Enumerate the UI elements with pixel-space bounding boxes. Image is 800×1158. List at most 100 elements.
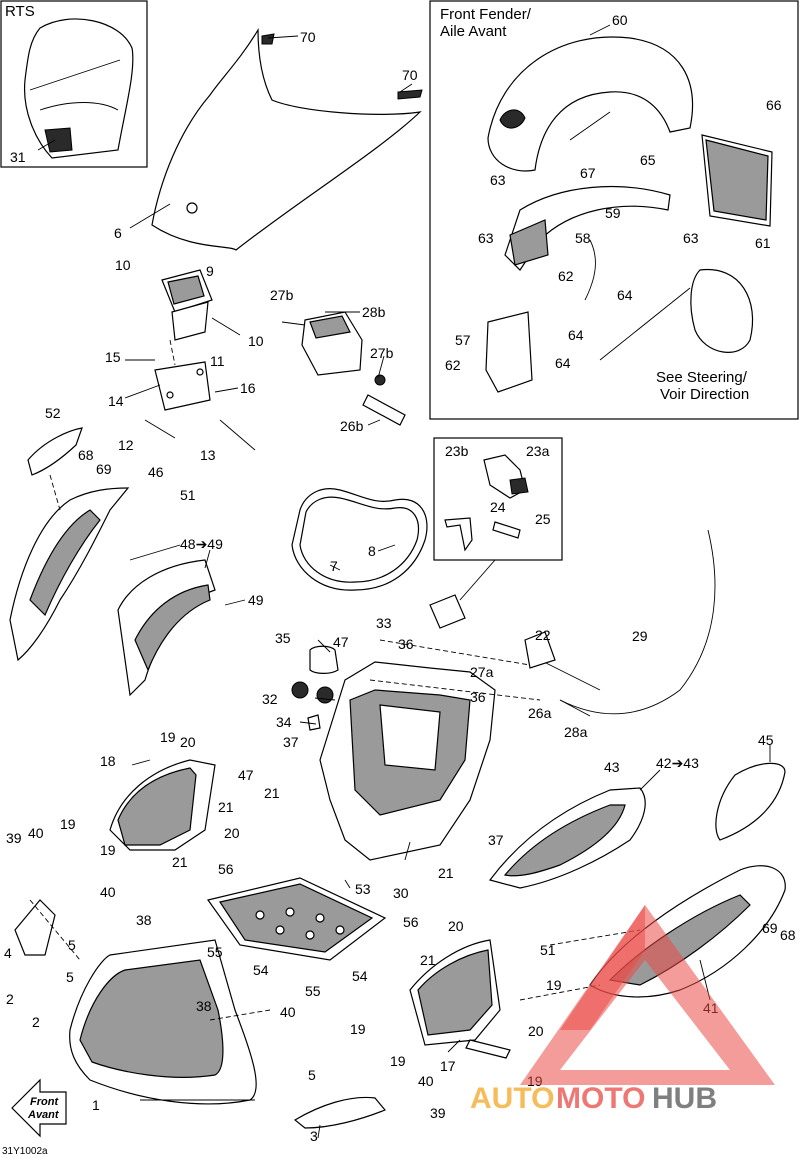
label-59: 59 (605, 205, 621, 221)
label-17: 17 (440, 1058, 456, 1074)
label-26a: 26a (528, 705, 552, 721)
label-47a: 47 (333, 634, 349, 650)
panel-48-49 (117, 559, 216, 697)
left-side-panel (9, 427, 130, 662)
label-60: 60 (612, 12, 628, 28)
label-28a: 28a (564, 724, 588, 740)
label-61: 61 (755, 235, 771, 251)
label-24: 24 (490, 499, 506, 515)
label-35: 35 (275, 630, 291, 646)
label-10a: 10 (115, 257, 131, 273)
label-25: 25 (535, 511, 551, 527)
steering-note-fr: Voir Direction (660, 386, 749, 403)
label-39b: 39 (430, 1105, 446, 1121)
label-1: 1 (92, 1097, 100, 1113)
bracket-18 (109, 759, 216, 851)
label-40b: 40 (100, 884, 116, 900)
trim-3 (293, 1096, 386, 1129)
label-30: 30 (393, 885, 409, 901)
label-52: 52 (45, 405, 61, 421)
label-65: 65 (640, 152, 656, 168)
label-62a: 62 (558, 268, 574, 284)
label-20b: 20 (224, 825, 240, 841)
label-28b: 28b (362, 304, 386, 320)
front-arrow-label-en: Front (30, 1096, 59, 1108)
label-16: 16 (240, 380, 256, 396)
label-47b: 47 (238, 767, 254, 783)
watermark-logo: AUTO MOTO HUB (470, 905, 775, 1115)
label-39a: 39 (6, 830, 22, 846)
front-fender-title-en: Front Fender/ (440, 6, 532, 23)
bracket-4 (14, 899, 56, 956)
rts-inset-box: RTS (0, 0, 148, 168)
label-5a: 5 (68, 937, 76, 953)
label-29: 29 (632, 628, 648, 644)
label-15: 15 (105, 349, 121, 365)
label-18: 18 (100, 753, 116, 769)
label-37a: 37 (283, 734, 299, 750)
label-19c: 19 (100, 842, 116, 858)
label-68b: 68 (780, 927, 796, 943)
watermark-text-moto: MOTO (556, 1082, 645, 1115)
label-56a: 56 (218, 861, 234, 877)
label-19b: 19 (60, 816, 76, 832)
steering-note-en: See Steering/ (656, 369, 748, 386)
callout-labels: 31 6 70 70 10 9 10 15 11 14 16 12 13 27b… (4, 12, 796, 1144)
label-70a: 70 (300, 29, 316, 45)
label-27b-2: 27b (370, 345, 394, 361)
bracket-28b (281, 311, 406, 426)
label-63b: 63 (683, 230, 699, 246)
label-19f: 19 (390, 1053, 406, 1069)
label-7: 7 (330, 558, 338, 574)
label-2a: 2 (6, 991, 14, 1007)
windshield-part (151, 27, 423, 251)
label-5b: 5 (66, 969, 74, 985)
label-55a: 55 (207, 944, 223, 960)
label-23a: 23a (526, 443, 550, 459)
label-36a: 36 (398, 636, 414, 652)
label-55b: 55 (305, 983, 321, 999)
label-40a: 40 (28, 825, 44, 841)
label-69a: 69 (96, 461, 112, 477)
label-20d: 20 (528, 1023, 544, 1039)
label-37b: 37 (488, 832, 504, 848)
front-fender-title-fr: Aile Avant (440, 23, 507, 40)
label-8: 8 (368, 543, 376, 559)
label-64c: 64 (555, 355, 571, 371)
label-54b: 54 (352, 968, 368, 984)
label-58: 58 (575, 230, 591, 246)
label-36b: 36 (470, 689, 486, 705)
label-43: 43 (604, 759, 620, 775)
label-46: 46 (148, 464, 164, 480)
label-31: 31 (10, 149, 26, 165)
mirror-bracket-assembly (144, 269, 256, 451)
label-27b: 27b (270, 287, 294, 303)
label-62b: 62 (445, 357, 461, 373)
label-19d: 19 (546, 977, 562, 993)
label-19e: 19 (350, 1021, 366, 1037)
label-51b: 51 (540, 942, 556, 958)
front-nose-1 (69, 939, 257, 1105)
label-68a: 68 (78, 447, 94, 463)
label-11: 11 (210, 353, 225, 369)
label-38b: 38 (196, 998, 212, 1014)
label-69b: 69 (762, 920, 778, 936)
label-20c: 20 (448, 918, 464, 934)
label-12: 12 (118, 437, 134, 453)
label-63c: 63 (478, 230, 494, 246)
label-70b: 70 (402, 67, 418, 83)
label-40c: 40 (280, 1004, 296, 1020)
label-54a: 54 (253, 962, 269, 978)
label-21b: 21 (218, 799, 234, 815)
watermark-text-hub: HUB (652, 1082, 717, 1115)
label-4: 4 (4, 945, 12, 961)
label-57: 57 (455, 332, 471, 348)
storage-tub-30 (291, 594, 591, 861)
label-21a: 21 (264, 785, 280, 801)
label-56b: 56 (403, 914, 419, 930)
label-48-49: 48➔49 (180, 536, 223, 552)
label-67: 67 (580, 165, 596, 181)
cable-29 (539, 529, 716, 715)
label-3: 3 (310, 1128, 318, 1144)
